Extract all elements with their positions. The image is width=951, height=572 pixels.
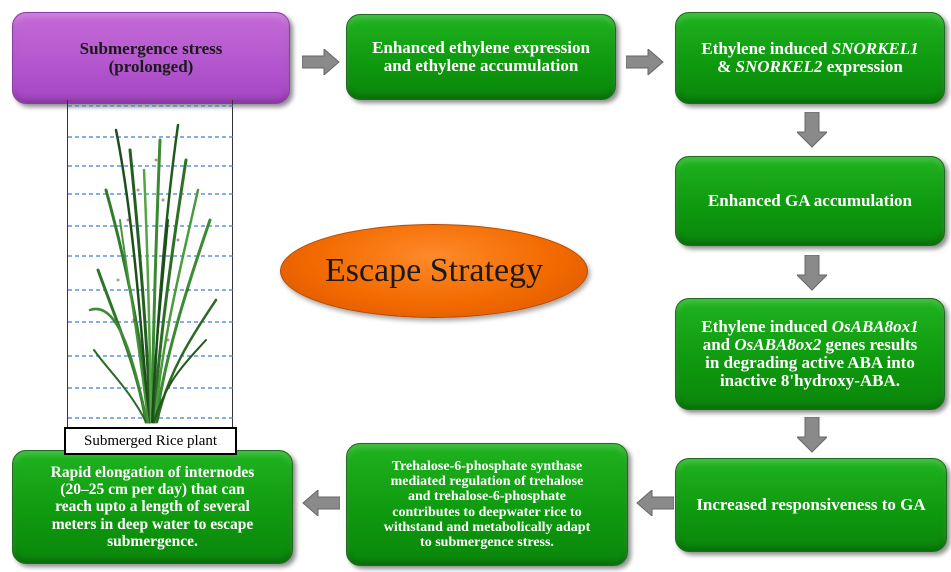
plant-caption-text: Submerged Rice plant [83,432,218,449]
node-responsiveness-text: Increased responsiveness to GA [696,494,926,514]
node-trehalose-line3: and trehalose-6-phosphate [407,489,567,505]
node-trehalose-line6: to submergence stress. [420,534,554,550]
arrow-left-2 [302,490,340,516]
node-submergence-line1: Submergence stress [79,38,223,58]
node-ga-text: Enhanced GA accumulation [707,190,913,210]
gene-osaba8ox2: OsABA8ox2 [734,335,822,355]
gene-snorkel2: SNORKEL2 [735,57,823,76]
node-osaba-line3: in degrading active ABA into [705,353,915,372]
node-snorkel-expression: Ethylene induced SNORKEL1 & SNORKEL2 exp… [675,12,945,104]
node-trehalose-line4: contributes to deepwater rice to [392,504,582,520]
node-osaba-line4: inactive 8'hydroxy-ABA. [719,370,901,390]
arrow-left-1 [636,490,674,516]
node-ethylene-line1: Enhanced ethylene expression [372,37,590,57]
arrow-right-2 [626,49,664,75]
plant-caption: Submerged Rice plant [64,427,237,455]
node-trehalose-line5: withstand and metabolically adapt [383,519,591,535]
node-trehalose-line1: Trehalose-6-phosphate synthase [391,459,583,475]
escape-strategy-label: Escape Strategy [324,252,544,289]
arrow-down-3 [797,417,827,453]
rice-plant-container [67,100,234,427]
rice-leaves [88,123,218,424]
node-elongation-line5: submergence. [107,532,198,550]
arrow-down-2 [797,255,827,291]
node-snorkel-line1: Ethylene induced SNORKEL1 [701,38,919,58]
node-elongation: Rapid elongation of internodes (20–25 cm… [12,450,293,564]
node-ethylene-line2: and ethylene accumulation [383,56,579,75]
node-elongation-line2: (20–25 cm per day) that can [60,481,245,499]
node-ga-accumulation: Enhanced GA accumulation [675,156,945,246]
arrow-right-1 [302,49,340,75]
node-submergence-stress: Submergence stress (prolonged) [12,12,290,104]
escape-strategy-ellipse: Escape Strategy [280,224,588,318]
node-elongation-line3: reach upto a length of several [55,498,250,516]
node-ethylene-expression: Enhanced ethylene expression and ethylen… [346,14,616,100]
rice-plant-illustration [68,105,234,424]
node-snorkel-line2: & SNORKEL2 expression [717,57,903,76]
node-submergence-line2: (prolonged) [108,57,194,76]
node-elongation-line1: Rapid elongation of internodes [50,464,255,482]
node-osaba-line1: Ethylene induced OsABA8ox1 [701,317,919,337]
node-trehalose-line2: mediated regulation of trehalose [390,474,584,490]
rice-leaf-spots [116,158,190,342]
arrow-down-1 [797,112,827,148]
node-elongation-line4: meters in deep water to escape [51,515,254,533]
gene-snorkel1: SNORKEL1 [831,38,919,58]
node-trehalose: Trehalose-6-phosphate synthase mediated … [346,443,628,566]
node-osaba-line2: and OsABA8ox2 genes results [702,335,918,355]
node-osaba-genes: Ethylene induced OsABA8ox1 and OsABA8ox2… [675,298,945,410]
node-responsiveness: Increased responsiveness to GA [675,458,947,552]
gene-osaba8ox1: OsABA8ox1 [831,317,919,337]
